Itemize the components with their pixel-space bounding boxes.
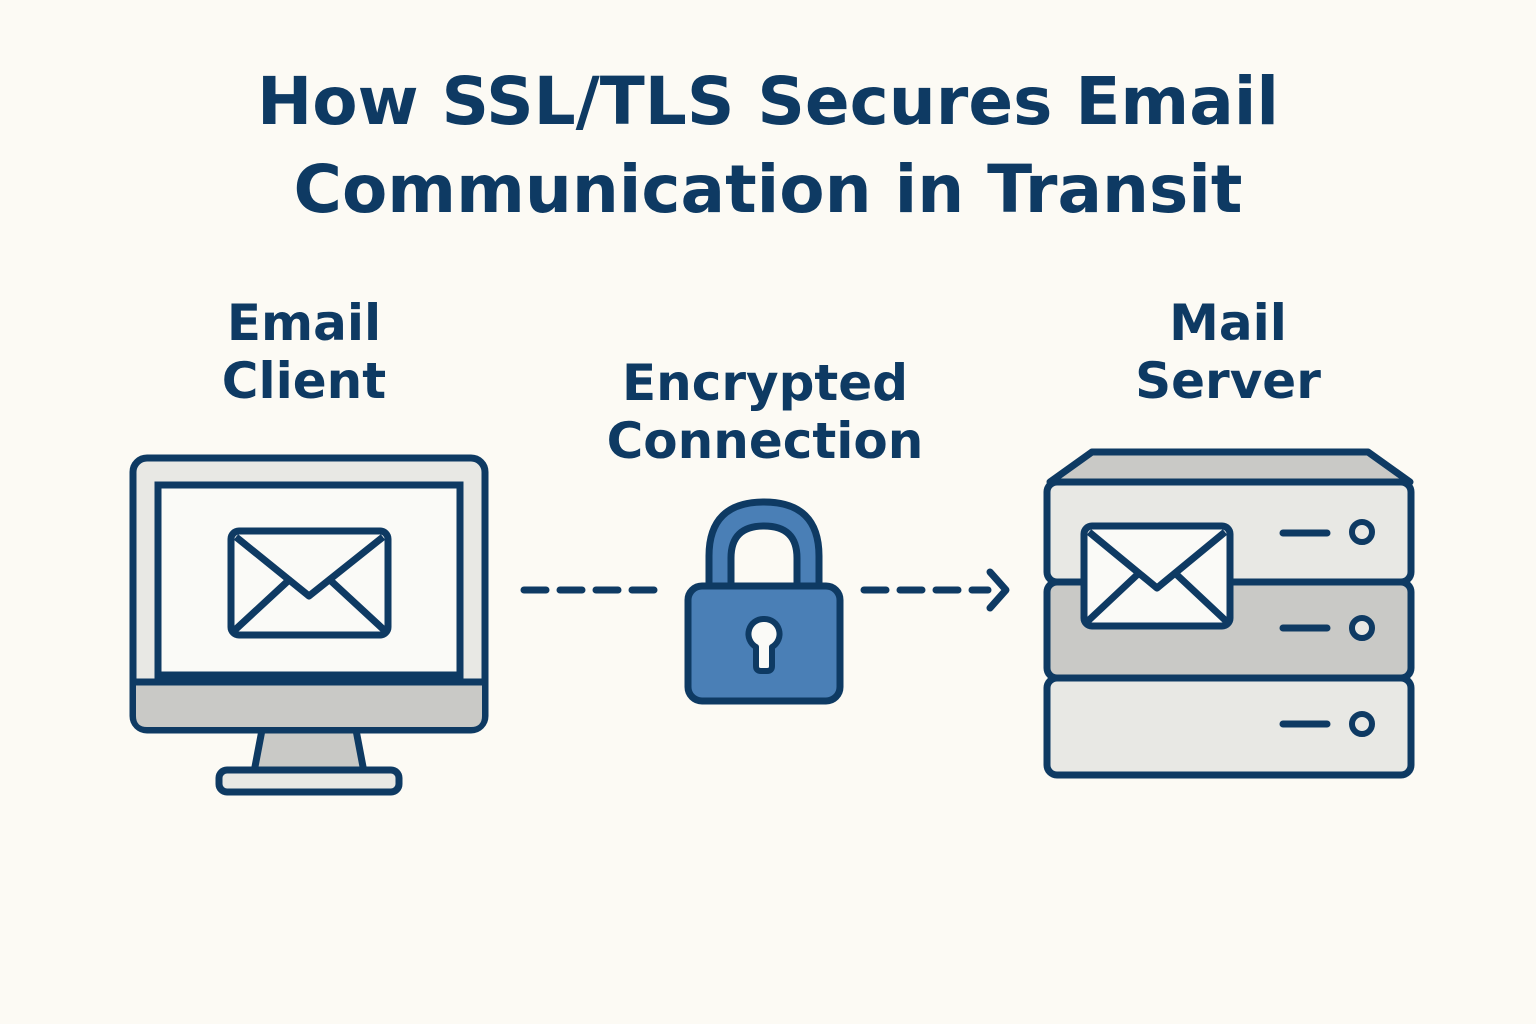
server-stack-with-envelope-icon (1043, 448, 1415, 779)
mail-server-label: Mail Server (1078, 294, 1378, 410)
encrypted-connection-label: Encrypted Connection (560, 354, 970, 470)
server-unit-2-led (1349, 615, 1375, 641)
diagram-title: How SSL/TLS Secures Email Communication … (0, 58, 1536, 234)
monitor-chin (136, 682, 482, 727)
email-client-label-line-2: Client (221, 352, 387, 410)
title-line-2: Communication in Transit (293, 151, 1243, 228)
mail-server-label-line-1: Mail (1169, 294, 1287, 352)
server-unit-1-led (1349, 519, 1375, 545)
server-top-cap (1046, 448, 1414, 486)
email-client-label: Email Client (154, 294, 454, 410)
monitor-stand-neck (250, 726, 368, 776)
padlock-keyhole (745, 616, 783, 674)
arrow-head-icon (986, 568, 1010, 612)
padlock-shackle (705, 498, 823, 594)
monitor-with-envelope-icon (129, 454, 489, 796)
client-envelope-icon (227, 527, 392, 639)
title-line-1: How SSL/TLS Secures Email (256, 63, 1279, 140)
mail-server-label-line-2: Server (1135, 352, 1321, 410)
server-unit-3 (1043, 674, 1415, 779)
padlock-icon (684, 498, 844, 705)
email-client-label-line-1: Email (226, 294, 382, 352)
encrypted-connection-label-line-1: Encrypted (621, 354, 909, 412)
server-unit-3-led (1349, 711, 1375, 737)
monitor-base (215, 766, 403, 796)
server-envelope-icon (1080, 522, 1234, 630)
encrypted-connection-label-line-2: Connection (606, 412, 924, 470)
